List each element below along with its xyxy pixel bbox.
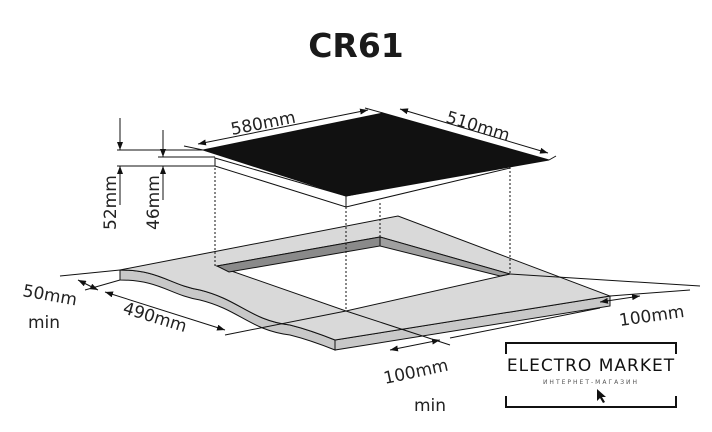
label-50mm-min: min [28,313,60,333]
label-490mm: 490mm [121,299,190,337]
label-100mm-front: 100mm [382,356,450,389]
electro-market-logo: ELECTRO MARKET ИНТЕРНЕТ-МАГАЗИН [505,342,677,408]
label-50mm: 50mm [21,281,78,310]
label-100mm-front-min: min [414,396,446,416]
cutout-right-wall [379,236,511,277]
model-title: CR61 [308,26,404,65]
dimension-lines [59,107,701,352]
label-46mm: 46mm [144,175,164,230]
projection-lines [214,160,511,311]
logo-name: ELECTRO MARKET [506,356,676,376]
label-100mm-side: 100mm [618,302,686,331]
cursor-icon [597,389,606,403]
countertop [119,215,612,351]
logo-subtitle: ИНТЕРНЕТ-МАГАЗИН [542,379,640,386]
label-52mm: 52mm [101,175,121,230]
